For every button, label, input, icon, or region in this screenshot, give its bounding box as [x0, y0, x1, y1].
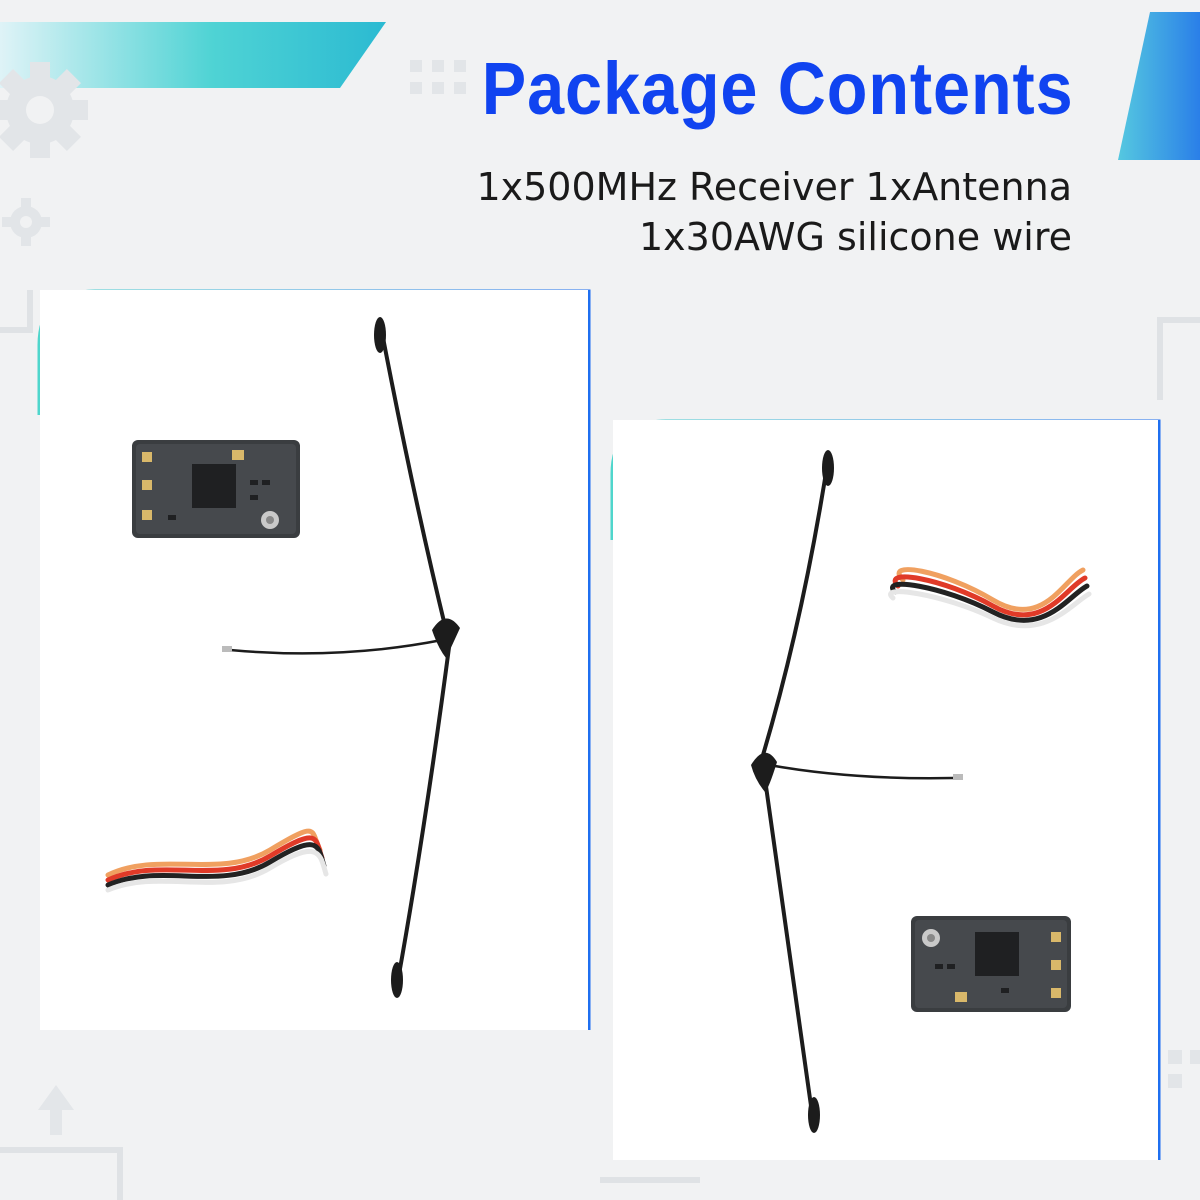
product-panel-left: [40, 290, 588, 1030]
receiver-board: [132, 440, 300, 538]
gear-icon: [2, 198, 50, 246]
gear-icon: [0, 62, 88, 158]
silicone-wire: [888, 567, 1092, 629]
receiver-board: [911, 916, 1071, 1012]
contents-line-1: 1x500MHz Receiver 1xAntenna: [476, 165, 1072, 209]
page-title: Package Contents: [482, 47, 1074, 130]
t-antenna: [761, 458, 955, 1122]
contents-line-2: 1x30AWG silicone wire: [639, 215, 1072, 259]
t-antenna: [228, 320, 452, 982]
silicone-wire: [105, 828, 329, 893]
up-arrow-icon: [38, 1085, 74, 1135]
product-panel-right: [613, 420, 1158, 1160]
